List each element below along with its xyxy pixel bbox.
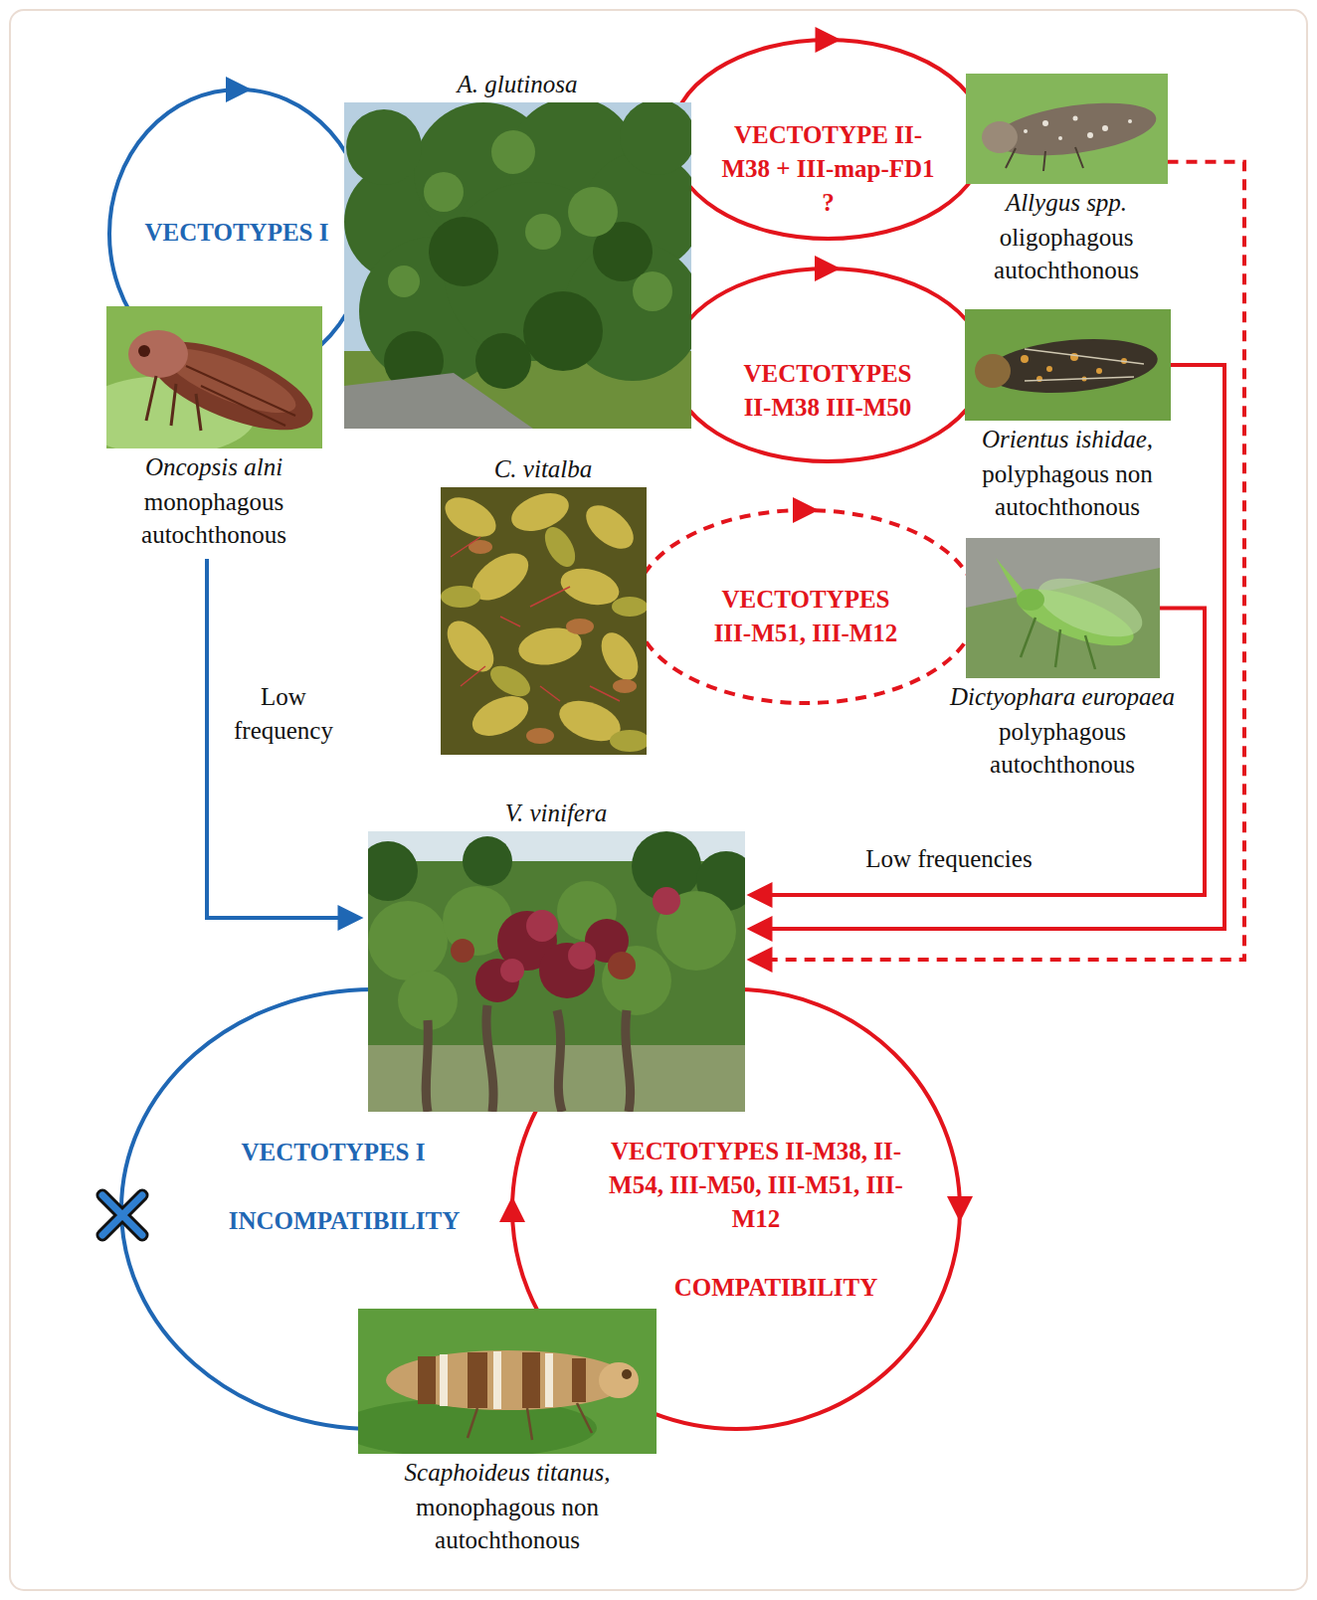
- species-name: Scaphoideus titanus,: [353, 1456, 662, 1490]
- photo-illustration: [358, 1309, 657, 1455]
- photo-illustration: [965, 73, 1168, 185]
- species-node: A. glutinosa: [344, 65, 692, 429]
- arrow-head: [747, 916, 773, 942]
- photo-illustration: [965, 538, 1160, 679]
- species-traits: polyphagous non autochthonous: [952, 457, 1182, 524]
- plant-name: C. vitalba: [440, 452, 647, 486]
- photo-image: [965, 73, 1168, 185]
- arrow-head: [747, 946, 773, 973]
- photo-image: [344, 102, 692, 429]
- connector: [747, 162, 1246, 973]
- edge-label: VECTOTYPES I: [240, 1135, 425, 1170]
- plant-name: V. vinifera: [368, 796, 746, 830]
- insect-photo: [358, 1309, 657, 1455]
- species-name: Oncopsis alni: [94, 450, 334, 484]
- arrow-head: [225, 76, 252, 103]
- species-name: Dictyophara europaea: [932, 680, 1193, 714]
- connector: [747, 365, 1226, 942]
- arrow-head: [815, 26, 842, 53]
- photo-image: [106, 306, 323, 449]
- status-label: INCOMPATIBILITY: [228, 1204, 460, 1239]
- insect-photo: [106, 306, 323, 449]
- species-traits: oligophagous autochthonous: [961, 220, 1171, 287]
- arrow-head: [946, 1196, 973, 1223]
- plant-photo: [440, 487, 647, 755]
- species-node: C. vitalba: [440, 450, 647, 755]
- insect-photo: [965, 73, 1168, 185]
- photo-illustration: [344, 102, 692, 429]
- species-node: Allygus spp.oligophagous autochthonous: [961, 71, 1171, 287]
- status-label: COMPATIBILITY: [674, 1271, 879, 1306]
- plant-photo: [368, 831, 746, 1113]
- species-node: Orientus ishidae,polyphagous non autocht…: [952, 307, 1182, 524]
- species-node: Oncopsis alnimonophagous autochthonous: [94, 304, 334, 552]
- incompatibility-cross: [102, 1195, 143, 1236]
- arrow-head: [792, 497, 819, 524]
- cycle-loop: [671, 268, 985, 462]
- edge-label: Low frequency: [223, 680, 344, 749]
- edge-label: VECTOTYPES I: [144, 215, 329, 250]
- connector: [206, 559, 365, 932]
- photo-image: [440, 487, 647, 755]
- species-traits: polyphagous autochthonous: [932, 715, 1193, 781]
- photo-image: [358, 1309, 657, 1455]
- photo-illustration: [964, 309, 1171, 421]
- edge-label: VECTOTYPE II-M38 + III-map-FD1 ?: [719, 118, 939, 220]
- species-node: V. vinifera: [368, 794, 746, 1113]
- photo-image: [368, 831, 746, 1113]
- cross-outline: [102, 1195, 143, 1236]
- photo-illustration: [440, 487, 647, 755]
- plant-name: A. glutinosa: [344, 67, 692, 101]
- frame-border: [9, 9, 1308, 1591]
- connector: [671, 26, 986, 239]
- arrow-head: [338, 905, 365, 932]
- elbow-connector: [770, 162, 1246, 960]
- edge-label: VECTOTYPES II-M38 III-M50: [728, 357, 928, 425]
- species-traits: monophagous non autochthonous: [353, 1491, 662, 1557]
- photo-illustration: [106, 306, 323, 449]
- edge-label: Low frequencies: [865, 842, 1032, 877]
- cross-fill: [102, 1195, 143, 1236]
- insect-photo: [964, 309, 1171, 421]
- species-name: Orientus ishidae,: [952, 422, 1182, 456]
- connector: [634, 497, 978, 704]
- cycle-loop: [671, 39, 986, 239]
- edge-label: VECTOTYPES II-M38, II-M54, III-M50, III-…: [586, 1134, 926, 1237]
- photo-image: [964, 309, 1171, 421]
- connector: [671, 255, 985, 462]
- arrow-head: [814, 255, 841, 282]
- species-node: Scaphoideus titanus,monophagous non auto…: [353, 1307, 662, 1557]
- arrow-head: [499, 1196, 526, 1223]
- species-name: Allygus spp.: [961, 186, 1171, 219]
- edge-label: VECTOTYPES III-M51, III-M12: [701, 582, 911, 651]
- species-traits: monophagous autochthonous: [94, 485, 334, 552]
- plant-photo: [344, 102, 692, 429]
- elbow-connector: [770, 365, 1226, 930]
- arrow-head: [747, 882, 773, 909]
- photo-image: [965, 538, 1160, 679]
- photo-illustration: [368, 831, 746, 1113]
- species-node: Dictyophara europaeapolyphagous autochth…: [932, 536, 1193, 781]
- cycle-loop: [634, 510, 978, 704]
- insect-photo: [965, 538, 1160, 679]
